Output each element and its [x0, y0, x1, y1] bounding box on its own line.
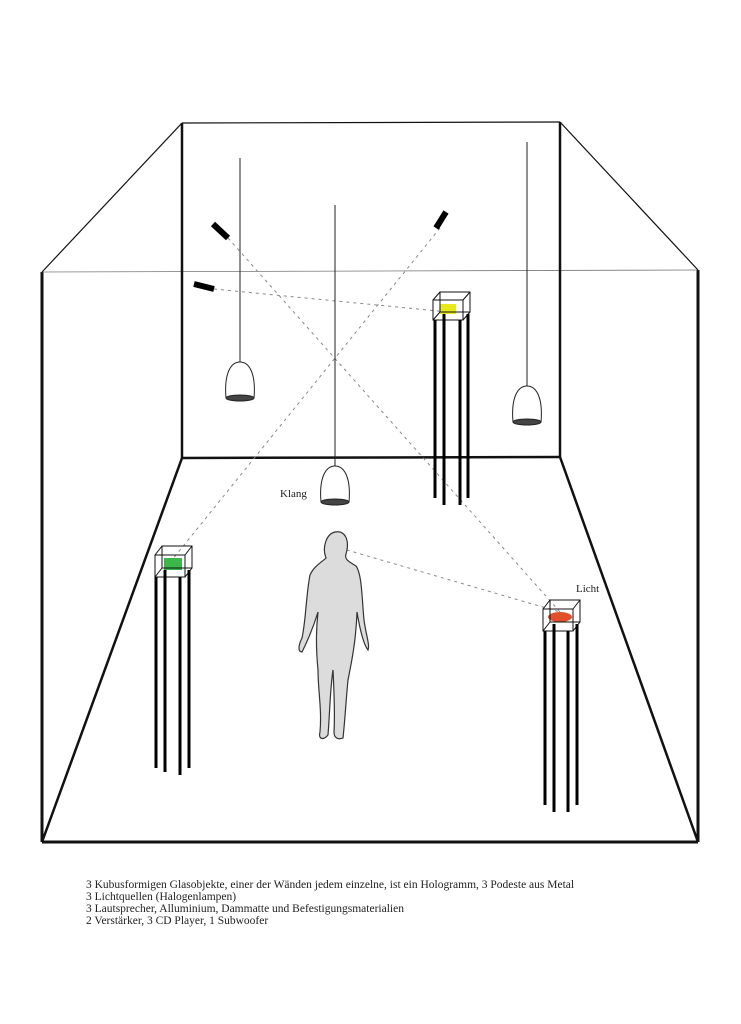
pedestal-top	[432, 291, 471, 505]
caption-line: 3 Lichtquellen (Halogenlampen)	[86, 891, 237, 903]
room-outline	[40, 121, 700, 844]
speaker-pendants	[225, 142, 542, 506]
caption-line: 3 Lautsprecher, Alluminium, Dammatte und…	[86, 903, 404, 915]
materials-caption: 3 Kubusformigen Glasobjekte, einer der W…	[86, 879, 574, 927]
pedestal-left	[154, 545, 193, 775]
caption-line: 2 Verstärker, 3 CD Player, 1 Subwoofer	[86, 915, 269, 927]
human-figure	[298, 531, 370, 740]
spotlight-icons	[193, 210, 449, 292]
label-light: Licht	[576, 583, 600, 595]
light-beams	[171, 227, 561, 613]
pedestal-right	[542, 599, 581, 812]
label-sound: Klang	[280, 488, 307, 500]
caption-line: 3 Kubusformigen Glasobjekte, einer der W…	[86, 879, 575, 891]
